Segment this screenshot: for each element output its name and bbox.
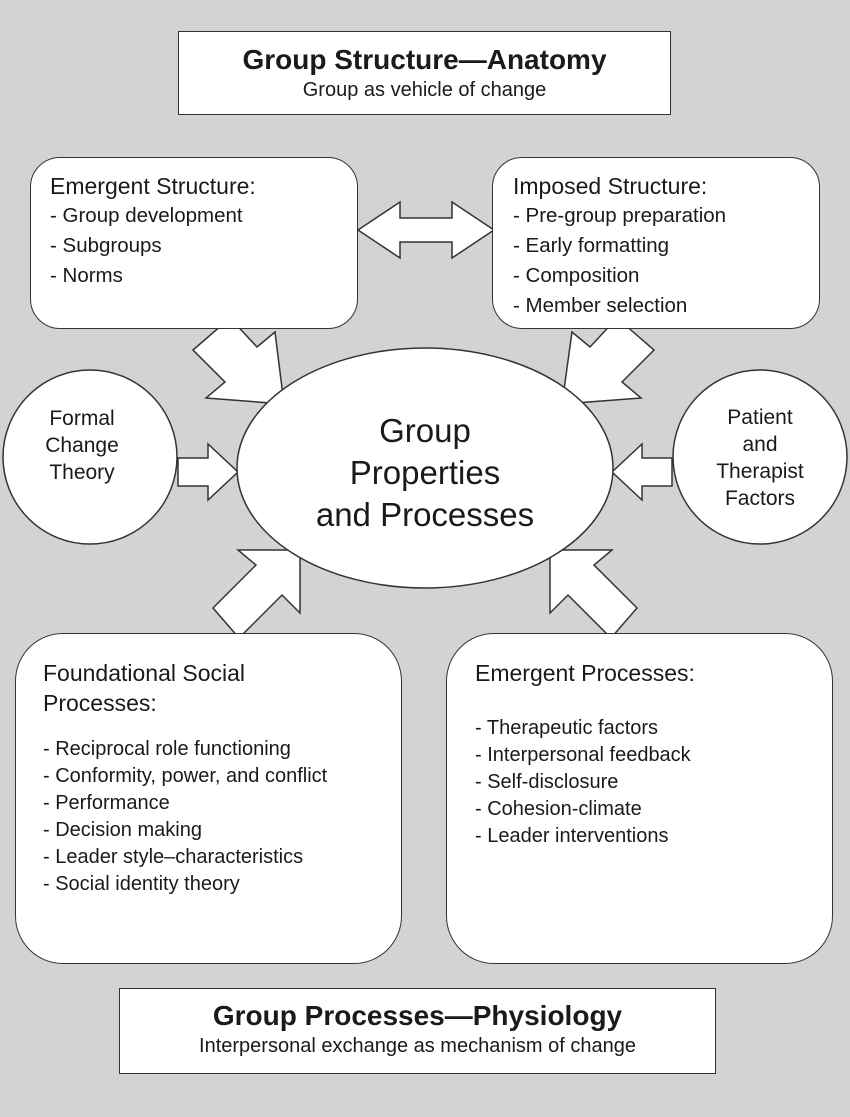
list-item: - Group development xyxy=(50,204,243,227)
list-item: - Leader style–characteristics xyxy=(43,846,304,868)
formal-change-line: Formal xyxy=(49,407,115,430)
formal-change-circle xyxy=(2,369,178,545)
list-item: - Member selection xyxy=(513,294,688,317)
list-item: - Composition xyxy=(513,264,640,287)
center-ellipse xyxy=(236,347,614,589)
arrow-patient-factors xyxy=(610,442,673,502)
top-subtitle: Group as vehicle of change xyxy=(302,79,547,101)
bottom-title: Group Processes—Physiology xyxy=(212,1000,623,1031)
center-label: Group Properties and Processes xyxy=(280,410,570,536)
top-title-box: Group Structure—Anatomy Group as vehicle… xyxy=(178,31,671,115)
patient-factors-line: and xyxy=(742,433,778,456)
list-item: - Pre-group preparation xyxy=(513,204,727,227)
foundational-processes-box: Foundational Social Processes: - Recipro… xyxy=(15,633,402,964)
top-title: Group Structure—Anatomy xyxy=(242,44,607,75)
list-item: - Therapeutic factors xyxy=(475,717,659,739)
list-item: - Early formatting xyxy=(513,234,670,257)
arrow-emergent-processes xyxy=(549,549,639,640)
list-item: - Cohesion-climate xyxy=(475,798,642,820)
center-line: and Processes xyxy=(315,496,535,533)
patient-factors-line: Therapist xyxy=(716,460,804,483)
emergent-structure-heading: Emergent Structure: xyxy=(50,173,256,199)
list-item: - Performance xyxy=(43,792,170,814)
formal-change-label: Formal Change Theory xyxy=(30,405,134,486)
center-line: Group xyxy=(379,412,471,449)
emergent-processes-box: Emergent Processes: - Therapeutic factor… xyxy=(446,633,833,964)
emergent-processes-heading: Emergent Processes: xyxy=(475,660,695,686)
list-item: - Reciprocal role functioning xyxy=(43,738,291,760)
emergent-structure-box: Emergent Structure: - Group development … xyxy=(30,157,358,329)
arrow-formal-change xyxy=(177,442,240,502)
imposed-structure-box: Imposed Structure: - Pre-group preparati… xyxy=(492,157,820,329)
list-item: - Conformity, power, and conflict xyxy=(43,765,328,787)
imposed-structure-heading: Imposed Structure: xyxy=(513,173,708,199)
list-item: - Social identity theory xyxy=(43,873,240,895)
patient-factors-line: Factors xyxy=(724,487,795,510)
list-item: - Norms xyxy=(50,264,123,287)
arrow-foundational xyxy=(211,549,301,640)
patient-factors-line: Patient xyxy=(727,406,793,429)
list-item: - Self-disclosure xyxy=(475,771,619,793)
list-item: - Subgroups xyxy=(50,234,162,257)
formal-change-line: Theory xyxy=(49,461,115,484)
patient-factors-label: Patient and Therapist Factors xyxy=(700,404,820,512)
formal-change-line: Change xyxy=(45,434,119,457)
list-item: - Decision making xyxy=(43,819,202,841)
bottom-subtitle: Interpersonal exchange as mechanism of c… xyxy=(199,1035,636,1057)
arrow-imposed-structure xyxy=(561,316,656,405)
arrow-emergent-structure xyxy=(191,316,285,405)
bottom-title-box: Group Processes—Physiology Interpersonal… xyxy=(119,988,716,1074)
double-arrow xyxy=(356,200,496,260)
foundational-heading: Foundational Social xyxy=(43,660,246,686)
center-line: Properties xyxy=(349,454,501,491)
patient-factors-circle xyxy=(672,369,848,545)
list-item: - Interpersonal feedback xyxy=(475,744,691,766)
foundational-heading: Processes: xyxy=(43,690,157,716)
list-item: - Leader interventions xyxy=(475,825,669,847)
